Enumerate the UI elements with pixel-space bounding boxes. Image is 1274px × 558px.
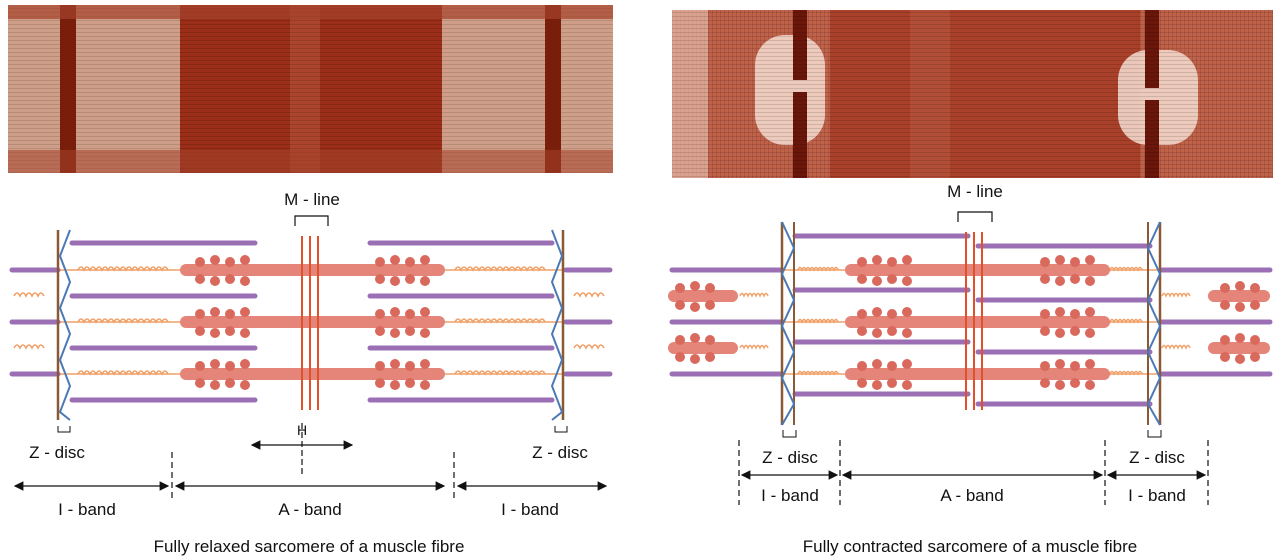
relaxed-band-arrows — [13, 452, 608, 498]
relaxed-h-zone-marker — [250, 423, 354, 475]
relaxed-sarcomere — [9, 229, 613, 421]
contracted-a-band-label: A - band — [940, 486, 1003, 505]
relaxed-i-band-left-label: I - band — [58, 500, 116, 519]
relaxed-titin-springs — [13, 266, 605, 376]
relaxed-z-disc-right-label: Z - disc — [532, 443, 588, 462]
relaxed-panel: M - line — [8, 5, 613, 556]
contracted-band-arrows — [738, 440, 1209, 505]
contracted-z-disc-left — [780, 221, 796, 426]
relaxed-z-disc-right-bracket — [554, 426, 568, 433]
contracted-panel: M - line — [668, 10, 1273, 556]
relaxed-actin-filaments — [9, 240, 613, 403]
relaxed-z-disc-left-label: Z - disc — [29, 443, 85, 462]
contracted-m-line-label: M - line — [947, 182, 1003, 201]
contracted-actin-filaments — [669, 233, 1273, 407]
contracted-z-disc-left-label: Z - disc — [762, 448, 818, 467]
contracted-z-disc-right-label: Z - disc — [1129, 448, 1185, 467]
relaxed-m-line-label: M - line — [284, 190, 340, 209]
relaxed-z-disc-right — [550, 229, 565, 421]
relaxed-myosin-filaments — [180, 255, 445, 390]
contracted-caption: Fully contracted sarcomere of a muscle f… — [803, 537, 1137, 556]
contracted-z-disc-right — [1146, 221, 1162, 426]
relaxed-z-disc-left-bracket — [57, 426, 71, 433]
relaxed-micrograph — [8, 5, 613, 173]
contracted-m-line — [965, 232, 983, 410]
relaxed-m-line — [301, 236, 319, 410]
relaxed-m-line-bracket — [294, 215, 329, 226]
contracted-z-disc-right-bracket — [1147, 430, 1162, 438]
relaxed-i-band-right-label: I - band — [501, 500, 559, 519]
contracted-myosin-filaments — [668, 255, 1270, 390]
contracted-i-band-right-label: I - band — [1128, 486, 1186, 505]
relaxed-z-disc-left — [56, 229, 72, 421]
contracted-m-line-bracket — [957, 211, 993, 222]
relaxed-caption: Fully relaxed sarcomere of a muscle fibr… — [154, 537, 465, 556]
relaxed-h-zone-label: H — [297, 422, 307, 438]
contracted-micrograph — [672, 10, 1273, 178]
contracted-sarcomere — [668, 221, 1273, 426]
contracted-i-band-left-label: I - band — [761, 486, 819, 505]
relaxed-a-band-label: A - band — [278, 500, 341, 519]
contracted-z-disc-left-bracket — [782, 430, 797, 438]
